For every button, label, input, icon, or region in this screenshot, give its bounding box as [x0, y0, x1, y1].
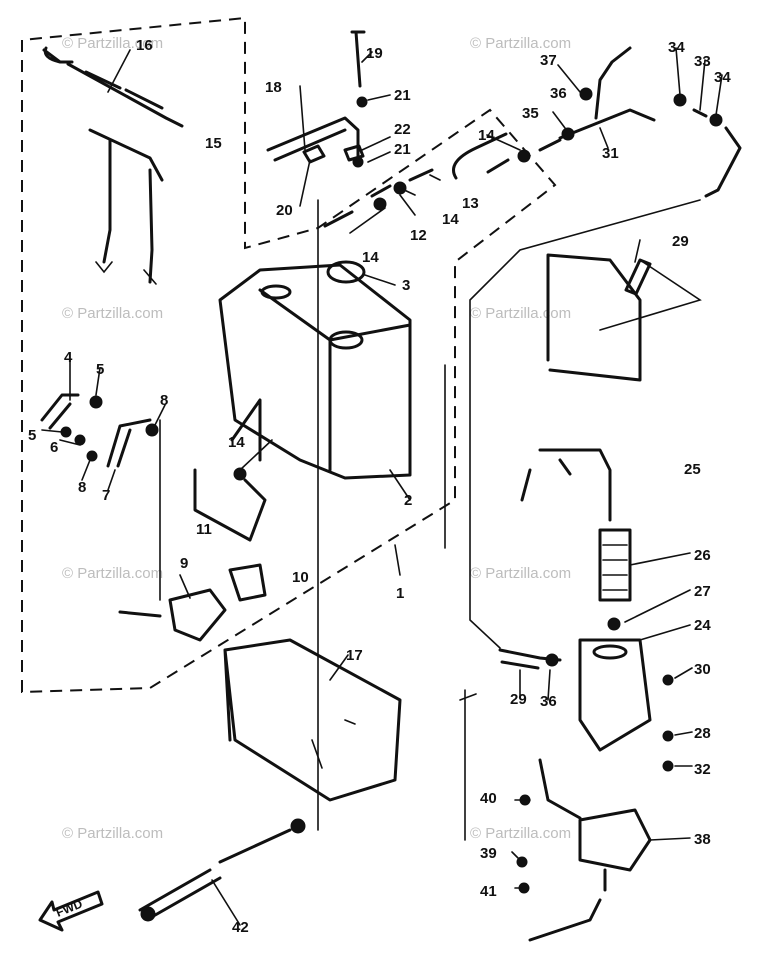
callout: 5	[28, 427, 36, 444]
callout: 14	[228, 434, 245, 451]
part-24-switch	[520, 448, 612, 522]
watermark: © Partzilla.com	[62, 825, 163, 842]
callout: 29	[672, 233, 689, 250]
leader-lines	[41, 47, 723, 926]
callout: 14	[442, 211, 459, 228]
watermarks: © Partzilla.com © Partzilla.com © Partzi…	[62, 35, 571, 842]
callout: 26	[694, 547, 711, 564]
part-20-bolt	[350, 30, 368, 168]
callout: 13	[462, 195, 479, 212]
callout: 39	[480, 845, 497, 862]
callout: 21	[394, 141, 411, 158]
part-19-grommet	[302, 144, 365, 164]
watermark: © Partzilla.com	[62, 565, 163, 582]
phantom-lines	[317, 199, 446, 831]
part-10-filter	[228, 563, 267, 602]
part-23-bowl	[578, 638, 674, 772]
part-2-tank	[218, 260, 412, 480]
part-32-hose	[498, 648, 562, 670]
callout: 42	[232, 919, 249, 936]
watermark: © Partzilla.com	[62, 35, 163, 52]
part-3-cap	[328, 330, 364, 350]
part-17-bracket	[223, 638, 402, 802]
callout: 36	[550, 85, 567, 102]
part-36-clamp	[545, 653, 559, 667]
callout: 4	[64, 349, 73, 366]
callout: 16	[136, 37, 153, 54]
callout: 27	[694, 583, 711, 600]
part-25-filter	[598, 528, 632, 602]
callout: 5	[96, 361, 104, 378]
part-16-hose	[42, 46, 184, 128]
callout: 14	[362, 249, 379, 266]
watermark: © Partzilla.com	[470, 565, 571, 582]
callout: 29	[510, 691, 527, 708]
part-28-gasket	[662, 730, 674, 742]
callout: 12	[410, 227, 427, 244]
parts-12-14-connectors	[323, 132, 531, 228]
callout: 31	[602, 145, 619, 162]
callout: 28	[694, 725, 711, 742]
watermark: © Partzilla.com	[62, 305, 163, 322]
callout: 36	[540, 693, 557, 710]
part-42-hose	[138, 818, 306, 922]
callout: 8	[160, 392, 168, 409]
callout: 6	[50, 439, 58, 456]
part-29-screw	[662, 674, 674, 686]
callout: 11	[196, 521, 212, 538]
callout: 2	[404, 492, 412, 509]
callout: 40	[480, 790, 497, 807]
callout: 32	[694, 761, 711, 778]
callout: 22	[394, 121, 411, 138]
part-18-hose	[266, 116, 360, 162]
hose-32-line	[469, 199, 701, 649]
callout: 38	[694, 831, 711, 848]
callout-labels: 16 15 18 19 21 22 21 20 14 14 13 12 14 3…	[28, 37, 731, 936]
part-9-pump	[118, 588, 227, 642]
callout: 34	[668, 39, 685, 56]
parts-4-8-fittings	[40, 393, 247, 481]
part-15-harness	[88, 128, 164, 285]
callout: 17	[346, 647, 363, 664]
callout: 30	[694, 661, 711, 678]
callout: 7	[102, 487, 110, 504]
watermark: © Partzilla.com	[470, 35, 571, 52]
callout: 21	[394, 87, 411, 104]
callout: 35	[522, 105, 539, 122]
callout: 24	[694, 617, 711, 634]
callout: 37	[540, 52, 557, 69]
callout: 20	[276, 202, 293, 219]
part-24-engine-fragment	[546, 253, 702, 382]
callout: 19	[366, 45, 383, 62]
callout: 33	[694, 53, 711, 70]
callout: 10	[292, 569, 309, 586]
callout: 8	[78, 479, 86, 496]
callout: 14	[478, 127, 495, 144]
watermark: © Partzilla.com	[470, 305, 571, 322]
callout: 34	[714, 69, 731, 86]
callout: 25	[684, 461, 701, 478]
callout: 1	[396, 585, 404, 602]
group-boundary	[21, 16, 557, 694]
callout: 41	[480, 883, 497, 900]
parts-31-37-fittings	[538, 46, 742, 198]
part-21-washer	[356, 96, 368, 108]
part-26-gasket	[607, 617, 621, 631]
part-38-pump	[528, 758, 652, 942]
watermark: © Partzilla.com	[470, 825, 571, 842]
callout: 18	[265, 79, 282, 96]
callout: 9	[180, 555, 188, 572]
callout: 3	[402, 277, 410, 294]
part-30-screw	[662, 760, 674, 772]
fwd-arrow: FWD	[38, 890, 104, 932]
part-27-sleeve	[624, 258, 652, 296]
callout: 15	[205, 135, 222, 152]
part-11-hose	[193, 468, 267, 542]
